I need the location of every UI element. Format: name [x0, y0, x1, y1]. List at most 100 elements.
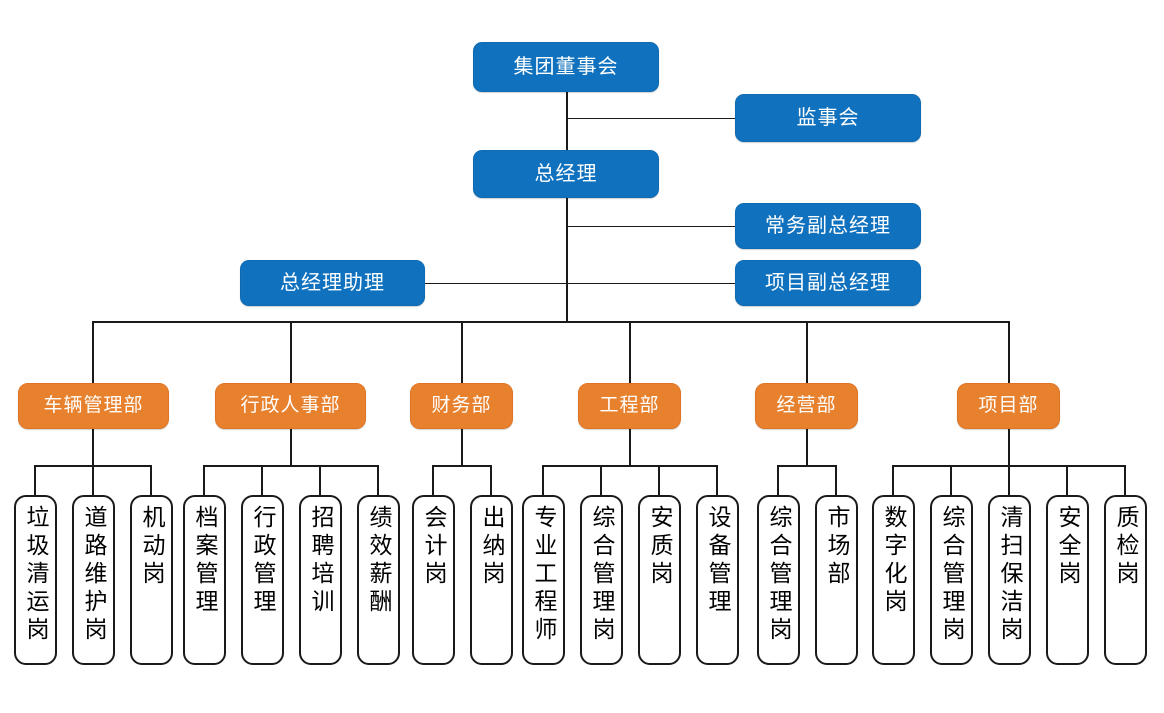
position-label: 专业工程师 — [531, 505, 557, 645]
node-general-manager[interactable]: 总经理 — [473, 150, 659, 198]
position-label: 综合管理岗 — [939, 505, 965, 645]
position-box[interactable]: 质检岗 — [1104, 495, 1147, 665]
connector-stem-admin-hr — [290, 429, 292, 465]
position-box[interactable]: 设备管理 — [696, 495, 739, 665]
position-label: 安质岗 — [647, 505, 673, 589]
position-label: 市场部 — [824, 505, 850, 589]
connector-leafdrop-eng-0 — [542, 465, 544, 496]
position-box[interactable]: 专业工程师 — [522, 495, 565, 665]
position-label: 绩效薪酬 — [366, 505, 392, 617]
position-box[interactable]: 行政管理 — [241, 495, 284, 665]
position-label: 招聘培训 — [308, 505, 334, 617]
position-label: 安全岗 — [1055, 505, 1081, 589]
dept-box-engineering[interactable]: 工程部 — [578, 383, 681, 429]
position-box[interactable]: 绩效薪酬 — [357, 495, 400, 665]
dept-label-project: 项目部 — [978, 394, 1039, 416]
connector-drop-project — [1008, 321, 1010, 383]
connector-leafdrop-eng-3 — [716, 465, 718, 496]
connector-gm-spine — [566, 198, 568, 322]
position-box[interactable]: 安质岗 — [638, 495, 681, 665]
dept-label-vehicle: 车辆管理部 — [43, 394, 144, 416]
node-executive-deputy-gm[interactable]: 常务副总经理 — [735, 203, 921, 249]
dept-label-finance: 财务部 — [431, 394, 492, 416]
dept-box-vehicle[interactable]: 车辆管理部 — [18, 383, 169, 429]
connector-leafdrop-proj-4 — [1124, 465, 1126, 496]
position-label: 设备管理 — [705, 505, 731, 617]
position-box[interactable]: 清扫保洁岗 — [988, 495, 1031, 665]
connector-leafdrop-eng-2 — [658, 465, 660, 496]
position-label: 档案管理 — [192, 505, 218, 617]
position-label: 出纳岗 — [479, 505, 505, 589]
dept-box-finance[interactable]: 财务部 — [410, 383, 513, 429]
position-label: 会计岗 — [421, 505, 447, 589]
connector-drop-operations — [806, 321, 808, 383]
node-gm-assistant-label: 总经理助理 — [280, 272, 385, 294]
position-label: 综合管理岗 — [589, 505, 615, 645]
connector-drop-admin-hr — [290, 321, 292, 383]
position-box[interactable]: 综合管理岗 — [930, 495, 973, 665]
position-box[interactable]: 出纳岗 — [470, 495, 513, 665]
connector-bus-admin-hr — [203, 465, 379, 467]
connector-bus-finance — [432, 465, 492, 467]
node-board[interactable]: 集团董事会 — [473, 42, 659, 92]
position-box[interactable]: 数字化岗 — [872, 495, 915, 665]
position-label: 垃圾清运岗 — [23, 505, 49, 645]
connector-gm-assistant — [424, 283, 567, 284]
connector-bus-operations — [777, 465, 837, 467]
connector-drop-vehicle — [92, 321, 94, 383]
connector-board-spine — [566, 92, 568, 150]
position-box[interactable]: 机动岗 — [130, 495, 173, 665]
dept-label-engineering: 工程部 — [599, 394, 660, 416]
connector-leafdrop-ops-0 — [777, 465, 779, 496]
node-executive-deputy-gm-label: 常务副总经理 — [765, 215, 891, 237]
connector-leafdrop-proj-1 — [950, 465, 952, 496]
connector-stem-finance — [461, 429, 463, 465]
connector-project-deputy — [566, 283, 736, 284]
dept-box-project[interactable]: 项目部 — [957, 383, 1060, 429]
connector-executive-deputy — [566, 226, 736, 227]
connector-leafdrop-finance-1 — [490, 465, 492, 496]
dept-label-operations: 经营部 — [776, 394, 837, 416]
position-label: 质检岗 — [1113, 505, 1139, 589]
connector-leafdrop-proj-3 — [1066, 465, 1068, 496]
connector-stem-vehicle — [92, 429, 94, 465]
position-box[interactable]: 档案管理 — [183, 495, 226, 665]
connector-leafdrop-admin-2 — [319, 465, 321, 496]
connector-leafdrop-ops-1 — [835, 465, 837, 496]
node-supervisory-board[interactable]: 监事会 — [735, 94, 921, 142]
position-label: 机动岗 — [139, 505, 165, 589]
position-label: 综合管理岗 — [766, 505, 792, 645]
position-label: 数字化岗 — [881, 505, 907, 617]
connector-leafdrop-proj-2 — [1008, 465, 1010, 496]
connector-drop-engineering — [629, 321, 631, 383]
position-box[interactable]: 市场部 — [815, 495, 858, 665]
node-board-label: 集团董事会 — [513, 56, 619, 78]
position-label: 道路维护岗 — [81, 505, 107, 645]
connector-leafdrop-vehicle-2 — [150, 465, 152, 496]
connector-stem-engineering — [629, 429, 631, 465]
connector-stem-operations — [806, 429, 808, 465]
dept-box-operations[interactable]: 经营部 — [755, 383, 858, 429]
connector-leafdrop-admin-3 — [377, 465, 379, 496]
position-label: 行政管理 — [250, 505, 276, 617]
connector-leafdrop-finance-0 — [432, 465, 434, 496]
connector-leafdrop-vehicle-1 — [92, 465, 94, 496]
dept-label-admin-hr: 行政人事部 — [240, 394, 341, 416]
dept-box-admin-hr[interactable]: 行政人事部 — [215, 383, 366, 429]
connector-leafdrop-admin-0 — [203, 465, 205, 496]
position-label: 清扫保洁岗 — [997, 505, 1023, 645]
position-box[interactable]: 综合管理岗 — [757, 495, 800, 665]
position-box[interactable]: 会计岗 — [412, 495, 455, 665]
position-box[interactable]: 道路维护岗 — [72, 495, 115, 665]
node-project-deputy-gm-label: 项目副总经理 — [765, 272, 891, 294]
node-general-manager-label: 总经理 — [534, 163, 598, 185]
position-box[interactable]: 安全岗 — [1046, 495, 1089, 665]
node-project-deputy-gm[interactable]: 项目副总经理 — [735, 260, 921, 306]
node-gm-assistant[interactable]: 总经理助理 — [240, 260, 425, 306]
connector-supervisory — [566, 118, 736, 119]
position-box[interactable]: 垃圾清运岗 — [14, 495, 57, 665]
position-box[interactable]: 招聘培训 — [299, 495, 342, 665]
position-box[interactable]: 综合管理岗 — [580, 495, 623, 665]
connector-department-bus — [92, 321, 1010, 323]
